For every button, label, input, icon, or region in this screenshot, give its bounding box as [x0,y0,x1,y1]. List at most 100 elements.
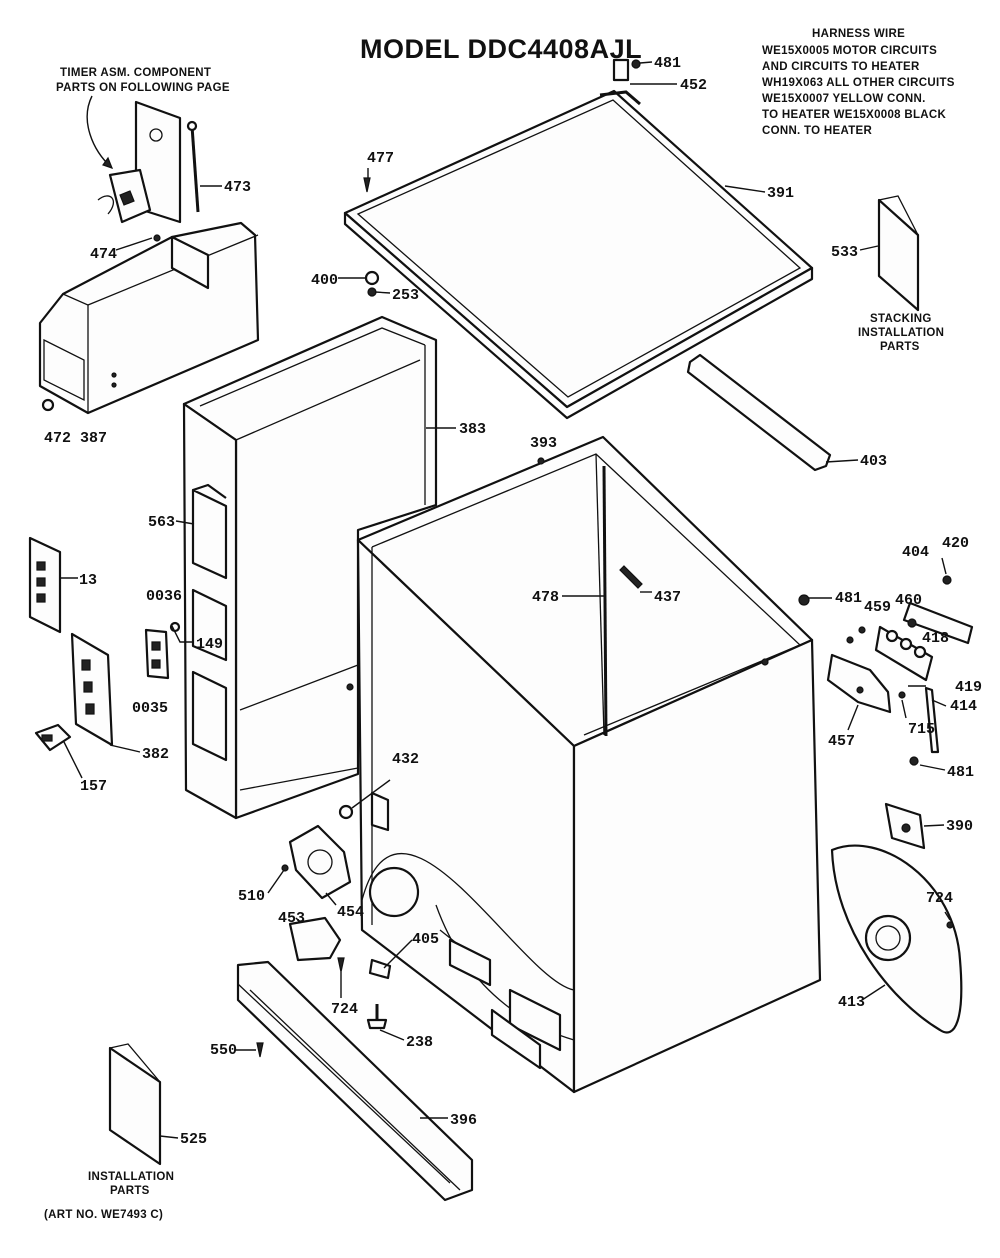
harness-line-5: TO HEATER WE15X0008 BLACK [762,109,946,121]
label-393: 393 [530,435,557,452]
installation-line-1: INSTALLATION [88,1171,174,1183]
label-481: 481 [654,55,681,72]
screw-437 [619,565,643,589]
label-13: 13 [79,572,97,589]
base-rail-396 [236,960,474,1202]
label-477: 477 [367,150,394,167]
label-0035: 0035 [132,700,168,717]
label-563: 563 [148,514,175,531]
label-533: 533 [831,244,858,261]
label-525: 525 [180,1131,207,1148]
label-452: 452 [680,77,707,94]
timer-note-arrowhead [102,156,114,169]
label-396: 396 [450,1112,477,1129]
label-432: 432 [392,751,419,768]
harness-note: HARNESS WIRE WE15X0005 MOTOR CIRCUITS AN… [762,28,955,137]
label-400: 400 [311,272,338,289]
mount-plate-382 [70,632,114,747]
label-481c: 481 [947,764,974,781]
part-labels: 481 452 391 477 473 474 400 253 533 472 … [44,55,982,1148]
label-550: 550 [210,1042,237,1059]
stacking-line-3: PARTS [880,341,920,353]
label-403: 403 [860,453,887,470]
cover-390 [884,802,926,850]
label-478: 478 [532,589,559,606]
screw-550 [256,1042,264,1058]
label-253: 253 [392,287,419,304]
timer-note-line-1: TIMER ASM. COMPONENT [60,67,211,79]
bracket-453 [288,916,342,962]
harness-line-1: WE15X0005 MOTOR CIRCUITS [762,45,937,57]
label-391: 391 [767,185,794,202]
label-238: 238 [406,1034,433,1051]
label-420: 420 [942,535,969,552]
harness-line-4: WE15X0007 YELLOW CONN. [762,93,926,105]
harness-line-3: WH19X063 ALL OTHER CIRCUITS [762,77,955,89]
screw-477 [363,177,371,193]
installation-kit-bag [108,1043,162,1166]
art-number: (ART NO. WE7493 C) [44,1209,163,1221]
screw-510 [281,864,289,872]
label-405: 405 [412,931,439,948]
switch-0036 [144,621,181,680]
label-157: 157 [80,778,107,795]
top-rail [686,353,832,472]
harness-line-6: CONN. TO HEATER [762,125,873,137]
clip-405 [368,958,392,980]
label-390: 390 [946,818,973,835]
label-481b: 481 [835,590,862,607]
control-housing-387 [38,221,260,415]
label-715: 715 [908,721,935,738]
rear-panel-413 [830,844,963,1034]
screw-481b [798,594,810,606]
timer-note: TIMER ASM. COMPONENT PARTS ON FOLLOWING … [56,67,230,169]
model-title: MODEL DDC4408AJL [360,34,642,64]
label-472: 472 [44,430,71,447]
label-454: 454 [337,904,364,921]
label-459: 459 [864,599,891,616]
label-457: 457 [828,733,855,750]
label-149: 149 [196,636,223,653]
leg-724a [337,957,345,973]
label-0036: 0036 [146,588,182,605]
label-383: 383 [459,421,486,438]
stacking-kit-bag [877,195,920,312]
label-404: 404 [902,544,929,561]
label-453: 453 [278,910,305,927]
label-724b: 724 [926,890,953,907]
stacking-line-2: INSTALLATION [858,327,944,339]
label-382: 382 [142,746,169,763]
label-724a: 724 [331,1001,358,1018]
stacking-note: STACKING INSTALLATION PARTS [858,313,944,353]
label-460: 460 [895,592,922,609]
timer-shaft-473 [186,120,200,213]
label-413: 413 [838,994,865,1011]
installation-line-2: PARTS [110,1185,150,1197]
screw-481c [909,756,919,766]
label-473: 473 [224,179,251,196]
timer-assembly [97,100,182,224]
switch-157 [34,723,72,752]
bracket-404 [902,575,974,645]
drive-pulley-454 [288,824,352,900]
front-panel [182,315,438,820]
label-387: 387 [80,430,107,447]
label-414: 414 [950,698,977,715]
harness-title: HARNESS WIRE [812,28,905,40]
screw-715 [898,691,906,699]
bracket-457 [826,653,892,714]
top-hinge-clip [612,58,641,82]
cabinet [356,435,822,1094]
stacking-line-1: STACKING [870,313,932,325]
control-panel-13 [28,536,62,634]
leveling-leg-238 [366,1004,388,1030]
clip-432 [338,804,354,820]
top-panel [343,89,814,420]
terminal-block-419 [846,618,934,682]
screw-472 [41,398,55,412]
label-418: 418 [922,630,949,647]
leader-lines [60,61,951,1139]
label-437: 437 [654,589,681,606]
label-510: 510 [238,888,265,905]
